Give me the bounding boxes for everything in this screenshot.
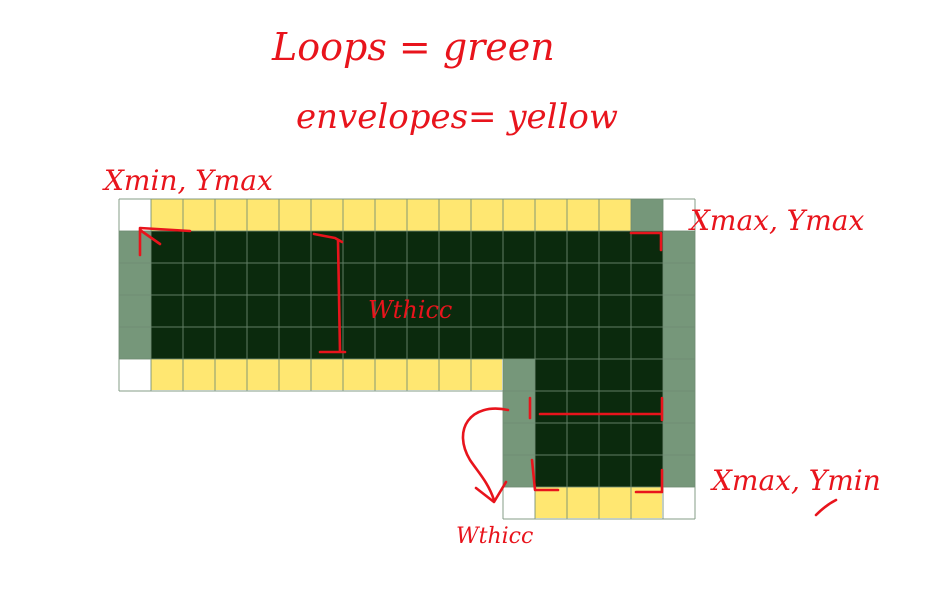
curved-arrow (461, 407, 510, 502)
thickness-bracket-vertical (312, 232, 347, 354)
cell-grid (118, 198, 696, 520)
label-xmax-ymin: Xmax, Ymin (710, 464, 881, 497)
curved-arrow-head (474, 480, 508, 504)
thickness-bracket-horizontal (528, 396, 664, 422)
marker-strokes (138, 226, 664, 504)
corner-bracket-top-right (629, 231, 663, 252)
envelope-top-right-corner (631, 199, 663, 231)
legend-envelopes-text: envelopes= yellow (296, 97, 618, 137)
underline-squiggle (814, 498, 838, 517)
label-thickness-vertical: Wthicc (368, 296, 452, 324)
label-xmin-ymax: Xmin, Ymax (102, 164, 273, 197)
label-thickness-horizontal: Wthicc (456, 524, 533, 549)
envelope-bottom-strip-left (151, 359, 502, 390)
corner-bracket-bottom-right (634, 468, 664, 494)
corner-bracket-bottom-left (530, 458, 560, 492)
legend-loops-text: Loops = green (271, 25, 555, 69)
corner-marker-top-left (138, 226, 192, 257)
label-xmax-ymax: Xmax, Ymax (688, 204, 864, 237)
envelope-top-strip (151, 199, 631, 231)
